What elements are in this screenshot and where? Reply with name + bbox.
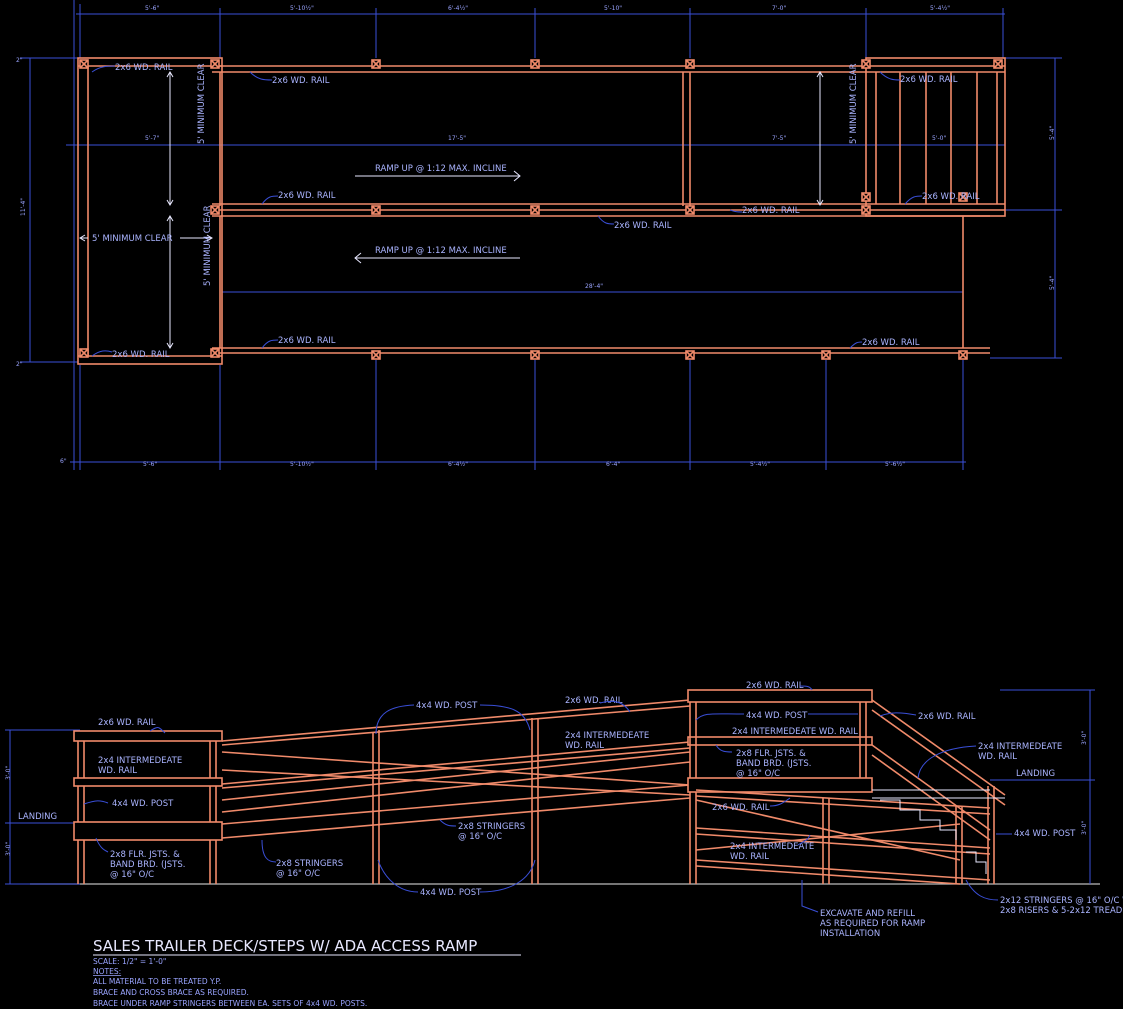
elev-rail-top: 2x6 WD. RAIL [565,696,623,706]
dim-bottom-4: 6'-4" [606,461,620,468]
dim-top-6: 5'-4½" [930,5,950,12]
plan-upper-ramp [212,65,1005,211]
dim-bottom-1: 5'-6" [143,461,157,468]
rail-label-bl: 2x6 WD. RAIL [112,350,170,360]
elev-post-bottom: 4x4 WD. POST [420,888,482,898]
dim-left-overall: 11'-4" [20,198,27,216]
elev-stair [871,699,1006,884]
drawing-title: SALES TRAILER DECK/STEPS W/ ADA ACCESS R… [93,937,477,955]
note-1: ALL MATERIAL TO BE TREATED Y.P. [93,977,221,986]
elev-rail-landing: 2x6 WD. RAIL [746,681,804,691]
note-3: BRACE UNDER RAMP STRINGERS BETWEEN EA. S… [93,999,367,1008]
dim-top-3: 6'-4½" [448,5,468,12]
plan-left-landing [77,57,223,365]
dim-inner-1: 17'-5" [448,135,466,142]
dim-inner-3: 5'-0" [932,135,946,142]
plan-posts [79,59,1003,360]
dim-bottom-6: 5'-6½" [885,461,905,468]
elev-rail-stair: 2x6 WD. RAIL [918,712,976,722]
notes-heading: NOTES: [93,967,121,976]
plan-lower-ramp [212,216,990,354]
elev-lower-ramp [221,699,691,884]
elevation-view: 3'-0" 3'-0" 3'-0" 3'-0" [5,681,1123,939]
elev-dim-left-2: 3'-0" [5,842,12,856]
elev-rail-left: 2x6 WD. RAIL [98,718,156,728]
elev-post-landing: 4x4 WD. POST [746,711,808,721]
elev-rail-lower: 2x6 WD. RAIL [712,803,770,813]
elev-post-top: 4x4 WD. POST [416,701,478,711]
elev-stringers-left: 2x8 STRINGERS@ 16" O/C [276,859,343,879]
dim-top-1: 5'-6" [145,5,159,12]
elev-joists-left: 2x8 FLR. JSTS. &BAND BRD. (JSTS.@ 16" O/… [110,850,185,880]
elev-post-left: 4x4 WD. POST [112,799,174,809]
rail-label-br: 2x6 WD. RAIL [862,338,920,348]
dim-bottom-2: 5'-10½" [290,461,314,468]
dim-right-2: 5'-4" [1049,276,1056,290]
dim-top-2: 5'-10½" [290,5,314,12]
note-2: BRACE AND CROSS BRACE AS REQUIRED. [93,988,249,997]
rail-label-mid1: 2x6 WD. RAIL [278,191,336,201]
elev-landing-left: LANDING [18,812,57,822]
clear-label-2: 5' MINIMUM CLEAR [849,63,859,144]
rail-label-mid2: 2x6 WD. RAIL [614,221,672,231]
elev-dim-left-1: 3'-0" [5,766,12,780]
elev-stringers-stair: 2x12 STRINGERS @ 16" O/C W/2x8 RISERS & … [1000,896,1123,916]
dim-top-4: 5'-10" [604,5,622,12]
dim-left-bottom: 2" [16,361,23,368]
elev-left-landing [73,730,223,884]
rail-label-mid3: 2x6 WD. RAIL [742,206,800,216]
elev-dim-right-1: 3'-0" [1081,731,1088,745]
ramp-up-label-2: RAMP UP @ 1:12 MAX. INCLINE [375,246,507,256]
elev-int-rail-landing: 2x4 INTERMEDEATE WD. RAIL [732,727,858,737]
dim-bottom-3: 6'-4½" [448,461,468,468]
rail-label-b2: 2x6 WD. RAIL [278,336,336,346]
rail-label-tl: 2x6 WD. RAIL [115,63,173,73]
dim-inner-2: 7'-5" [772,135,786,142]
clear-label-1: 5' MINIMUM CLEAR [197,63,207,144]
clear-label-4: 5' MINIMUM CLEAR [92,234,173,244]
clear-label-3: 5' MINIMUM CLEAR [203,205,213,286]
elev-joists-landing: 2x8 FLR. JSTS. &BAND BRD. (JSTS.@ 16" O/… [736,749,811,779]
elev-stringers-mid: 2x8 STRINGERS@ 16" O/C [458,822,525,842]
dim-left-top: 2" [16,57,23,64]
dim-right-1: 5'-4" [1049,126,1056,140]
elev-upper-landing [687,689,873,884]
ramp-up-label-1: RAMP UP @ 1:12 MAX. INCLINE [375,164,507,174]
rail-label-mid4: 2x6 WD. RAIL [922,192,980,202]
drawing-scale: SCALE: 1/2" = 1'-0" [93,957,166,966]
dim-inner-4: 28'-4" [585,283,603,290]
rail-label-tr: 2x6 WD. RAIL [900,75,958,85]
dim-left-inner: 5'-7" [145,135,159,142]
dim-top-5: 7'-0" [772,5,786,12]
dim-bottom-end: 6" [60,458,67,465]
title-block: SALES TRAILER DECK/STEPS W/ ADA ACCESS R… [93,937,521,1008]
elev-post-stair: 4x4 WD. POST [1014,829,1076,839]
elev-dim-right-2: 3'-0" [1081,821,1088,835]
elev-landing-right: LANDING [1016,769,1055,779]
plan-view: 5'-6" 5'-10½" 6'-4½" 5'-10" 7'-0" 5'-4½"… [16,0,1062,470]
dim-bottom-5: 5'-4½" [750,461,770,468]
rail-label-t2: 2x6 WD. RAIL [272,76,330,86]
